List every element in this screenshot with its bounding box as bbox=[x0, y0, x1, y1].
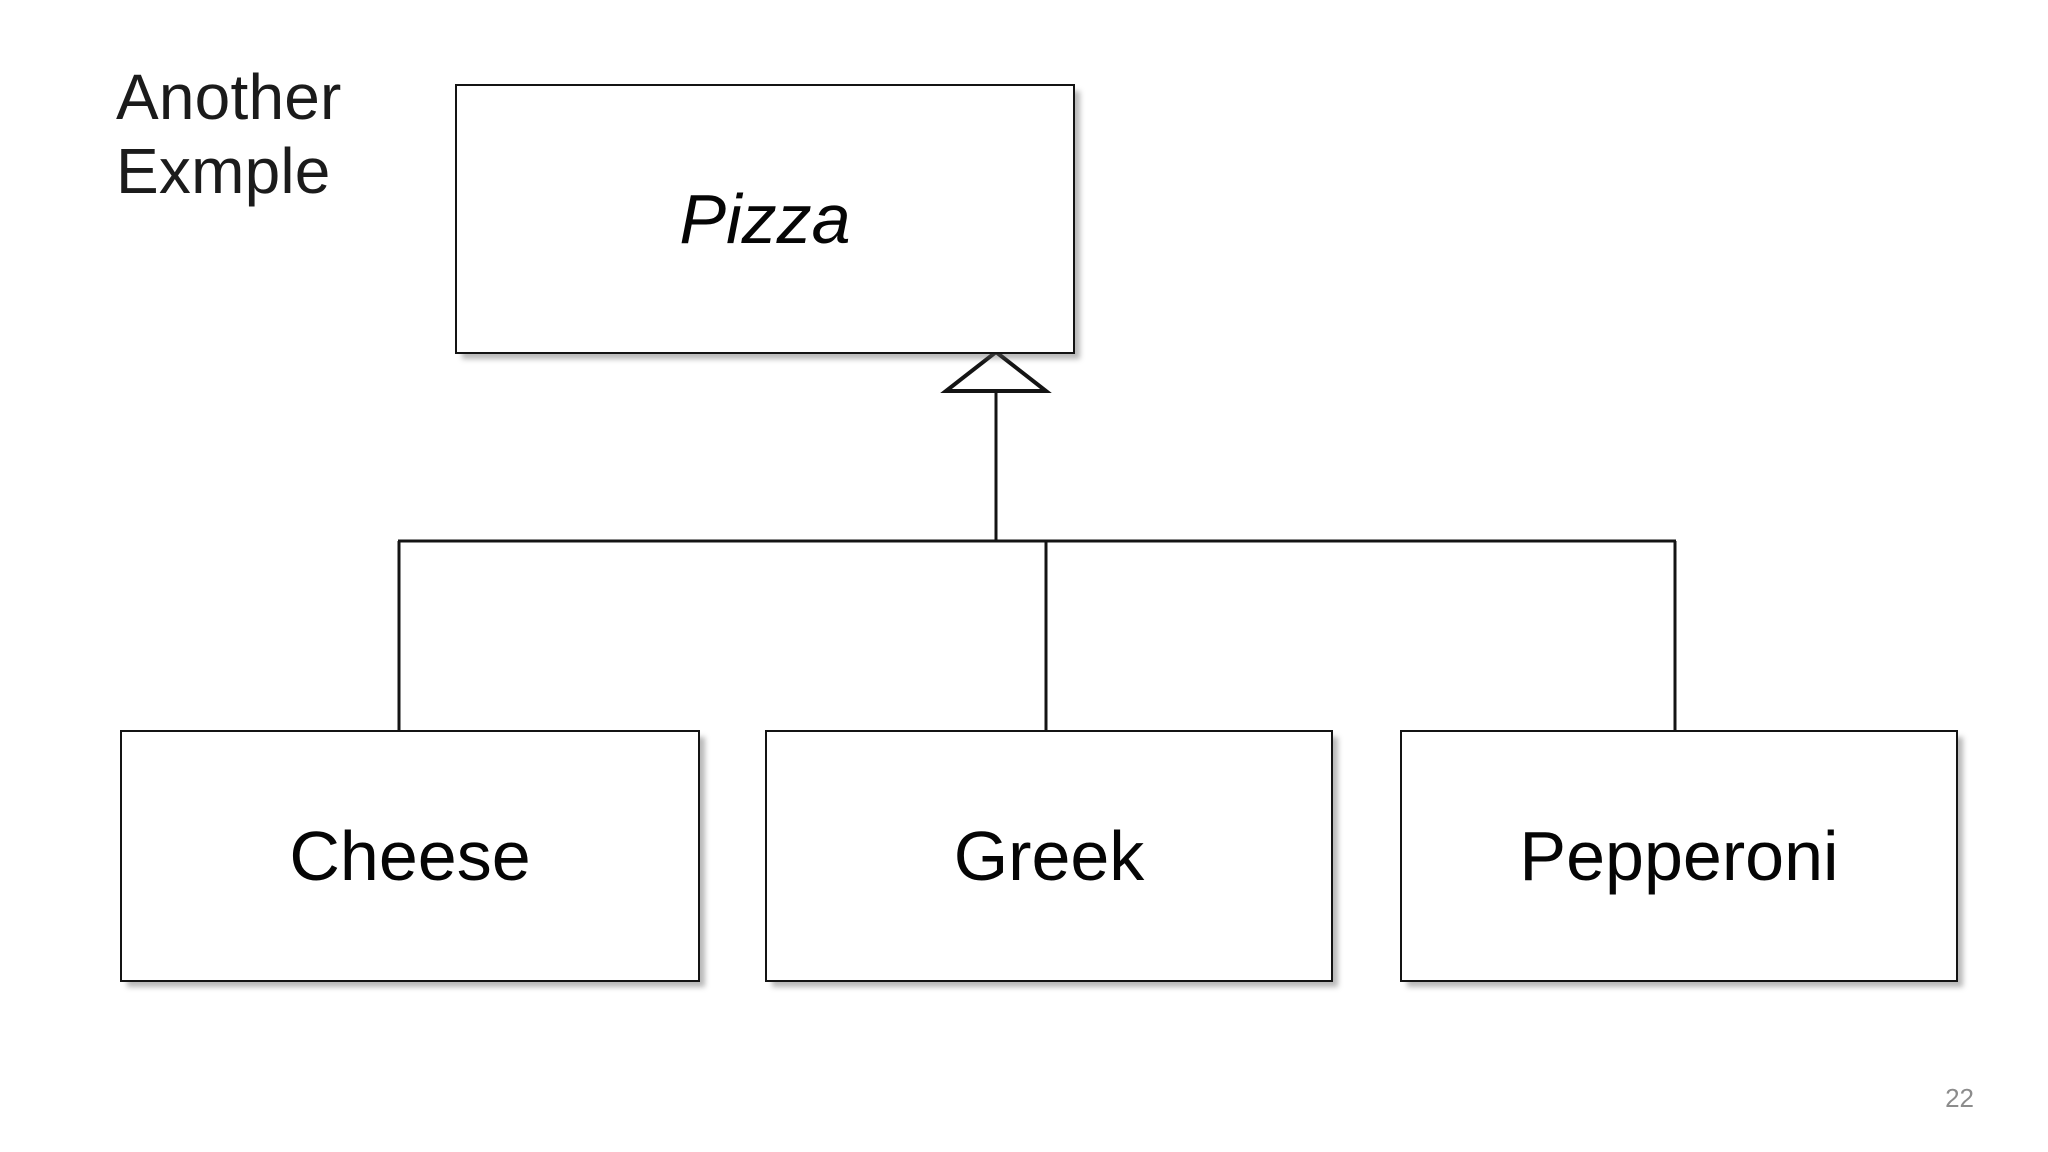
uml-class-name-pepperoni: Pepperoni bbox=[1519, 817, 1839, 895]
uml-class-name-greek: Greek bbox=[953, 817, 1145, 895]
uml-class-box-pizza[interactable]: Pizza bbox=[455, 84, 1075, 354]
uml-class-box-pepperoni[interactable]: Pepperoni bbox=[1400, 730, 1958, 982]
uml-class-box-cheese[interactable]: Cheese bbox=[120, 730, 700, 982]
generalization-triangle-icon bbox=[940, 349, 1052, 393]
uml-class-box-greek[interactable]: Greek bbox=[765, 730, 1333, 982]
page-title: Another Exmple bbox=[116, 61, 342, 208]
page-number: 22 bbox=[1945, 1083, 1974, 1113]
uml-class-name-cheese: Cheese bbox=[289, 817, 531, 895]
uml-class-name-pizza: Pizza bbox=[679, 180, 851, 258]
